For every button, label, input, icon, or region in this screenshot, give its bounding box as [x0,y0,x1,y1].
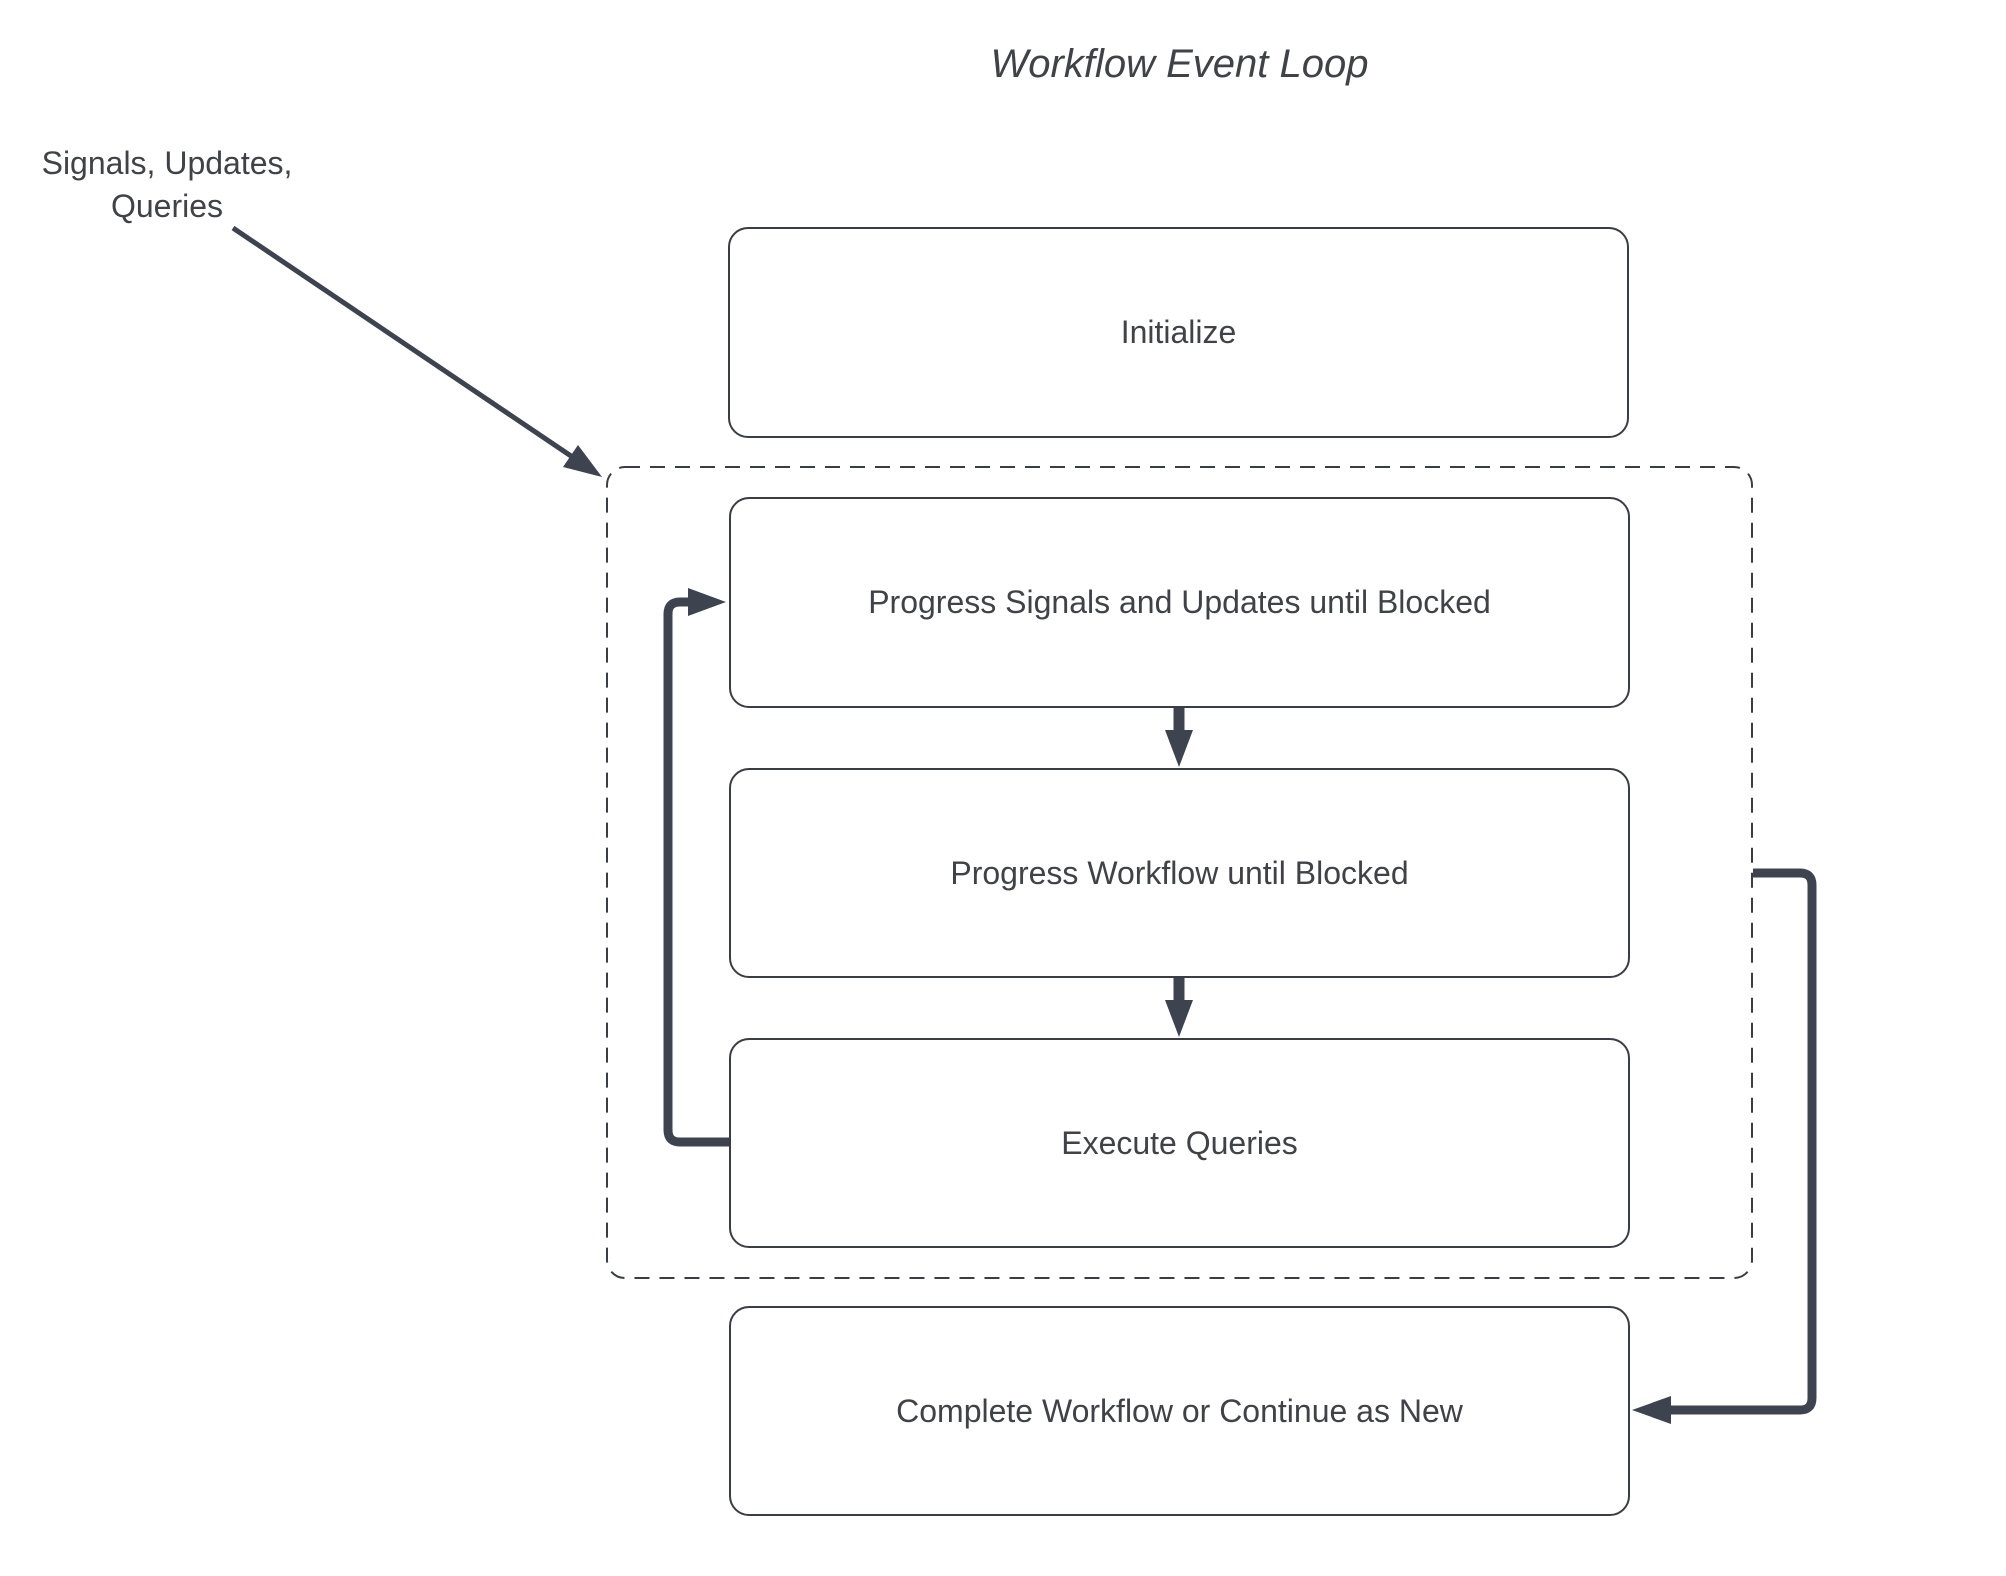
external-events-label-line1: Signals, Updates, [41,145,293,181]
node-progress-signals-updates-label: Progress Signals and Updates until Block… [868,584,1491,620]
arrow-progress-workflow-to-execute-queries [1165,978,1193,1037]
external-events-label: Signals, Updates, Queries [28,142,306,228]
node-complete-or-continue: Complete Workflow or Continue as New [729,1306,1630,1516]
arrow-execute-queries-to-progress-signals-loop [663,588,729,1147]
node-progress-workflow: Progress Workflow until Blocked [729,768,1630,978]
node-complete-or-continue-label: Complete Workflow or Continue as New [896,1392,1463,1429]
node-execute-queries: Execute Queries [729,1038,1630,1248]
arrow-progress-signals-to-progress-workflow [1165,708,1193,767]
node-initialize: Initialize [728,227,1629,438]
node-execute-queries-label: Execute Queries [1061,1124,1298,1161]
node-initialize-label: Initialize [1120,314,1237,350]
arrow-external-events-to-loop [231,225,602,477]
diagram-title: Workflow Event Loop [990,42,1369,86]
external-events-label-line2: Queries [110,188,224,224]
node-progress-signals-updates: Progress Signals and Updates until Block… [729,497,1630,708]
arrow-loop-to-complete [1632,868,1817,1424]
event-loop-boundary [606,466,1753,1279]
node-progress-workflow-label: Progress Workflow until Blocked [950,854,1409,891]
